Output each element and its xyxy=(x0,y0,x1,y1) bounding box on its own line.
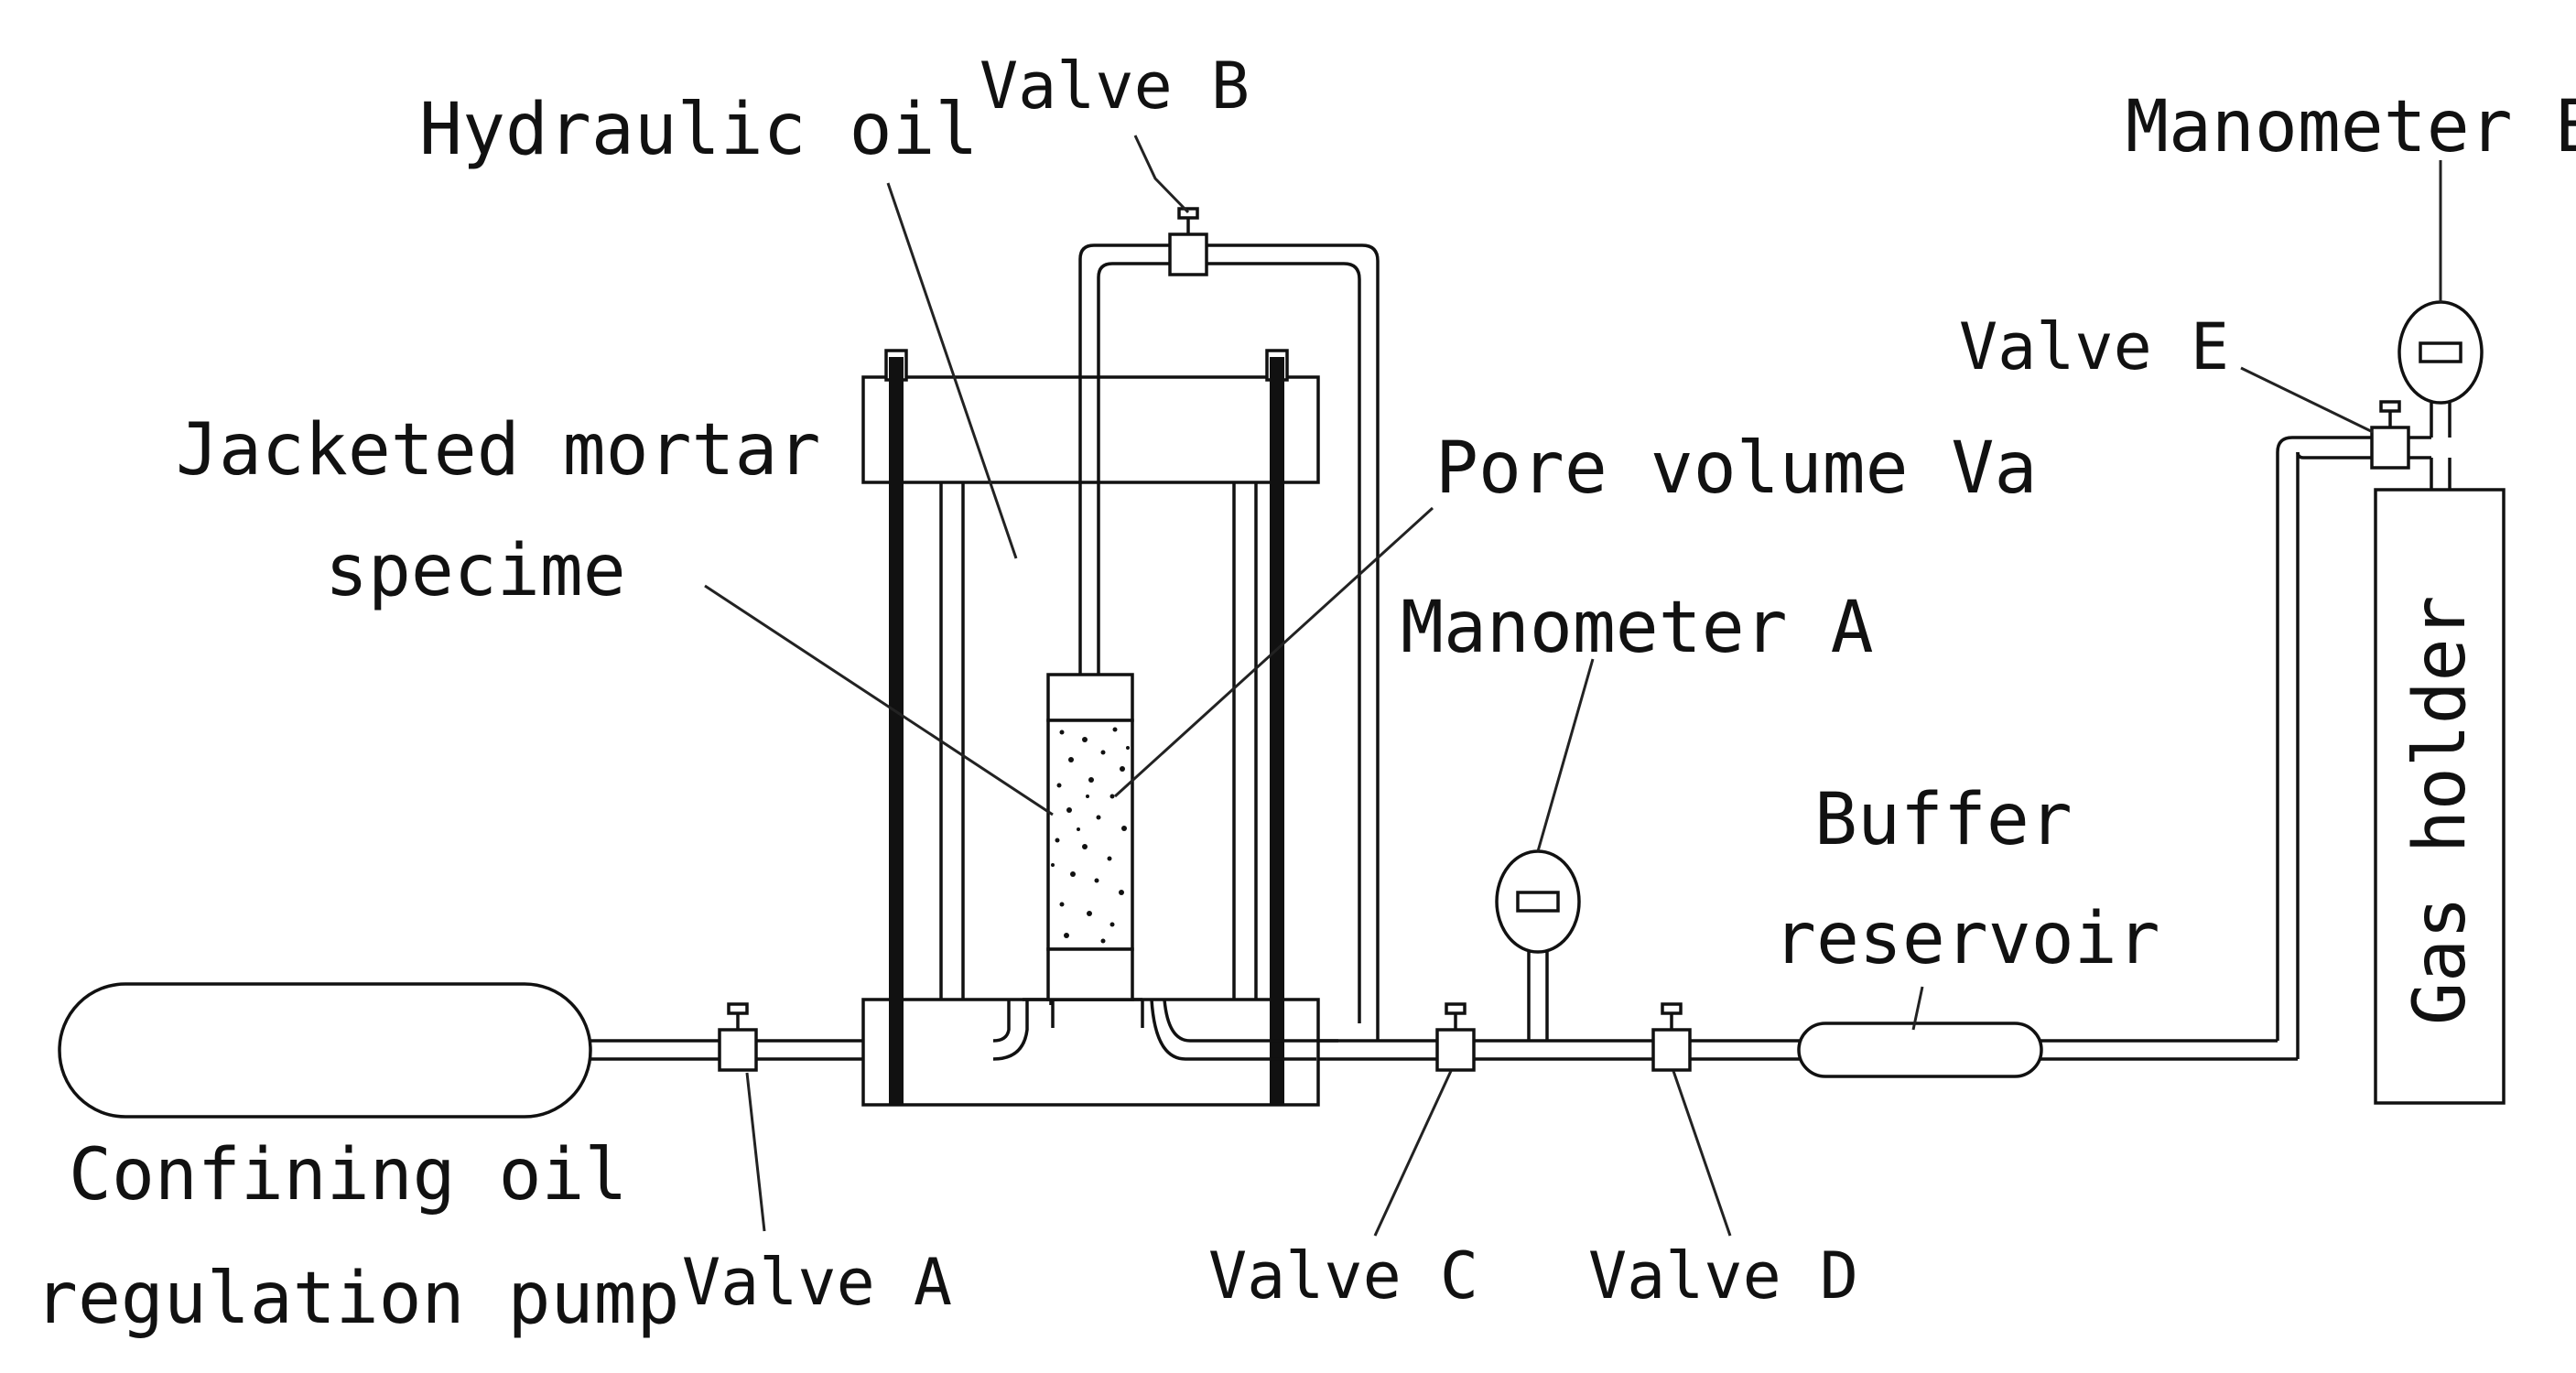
main-transfer-pipe xyxy=(581,452,2300,1061)
specimen-pore-dots xyxy=(1051,727,1130,944)
leader-valve-d xyxy=(1672,1070,1732,1237)
leader-lines xyxy=(704,135,2442,1237)
leader-valve-b xyxy=(1133,135,1190,214)
specimen-assembly xyxy=(1046,673,1134,1001)
valve-a[interactable] xyxy=(718,1002,758,1072)
triaxial-press-frame xyxy=(861,349,1320,1107)
label-manometer-a: Manometer A xyxy=(1401,587,1874,669)
manometer-a-display xyxy=(1516,891,1560,913)
label-hydraulic-oil: Hydraulic oil xyxy=(419,89,978,171)
label-confining-line1: Confining oil xyxy=(69,1134,627,1216)
label-valve-b: Valve B xyxy=(980,49,1250,124)
specimen-bottom-cap xyxy=(1046,947,1134,1001)
leader-manometer-a xyxy=(1536,658,1595,852)
leader-jacketed-specimen xyxy=(704,584,1054,816)
label-jacketed-line1: Jacketed mortar xyxy=(176,409,820,492)
gas-holder-assembly xyxy=(2374,300,2506,1105)
press-base-plate xyxy=(861,998,1320,1107)
label-gas-holder: Gas holder xyxy=(2399,595,2482,1025)
specimen-top-cap xyxy=(1046,673,1134,722)
valve-e[interactable] xyxy=(2370,400,2410,470)
valve-d[interactable] xyxy=(1651,1002,1692,1072)
press-top-plate xyxy=(861,375,1320,484)
gas-holder-cylinder xyxy=(2374,488,2506,1105)
leader-hydraulic-oil xyxy=(886,182,1018,559)
label-buffer-line1: Buffer xyxy=(1814,779,2073,861)
valve-b-bypass-loop xyxy=(1078,243,1380,1041)
label-valve-e: Valve E xyxy=(1959,309,2229,384)
label-buffer-line2: reservoir xyxy=(1773,898,2160,980)
leader-valve-c xyxy=(1373,1070,1453,1237)
leader-buffer-reservoir xyxy=(1911,986,1924,1031)
confining-oil-pump-tank xyxy=(58,982,592,1119)
label-manometer-b: Manometer B xyxy=(2126,86,2576,168)
buffer-reservoir-tank xyxy=(1797,1022,2043,1078)
leader-pore-volume xyxy=(1113,506,1434,798)
manometer-b-display xyxy=(2419,341,2462,363)
label-valve-c: Valve C xyxy=(1208,1238,1478,1314)
label-pore-volume: Pore volume Va xyxy=(1435,427,2037,510)
label-valve-a: Valve A xyxy=(682,1245,952,1320)
valve-c[interactable] xyxy=(1435,1002,1476,1072)
valve-b[interactable] xyxy=(1168,207,1208,276)
label-jacketed-line2: specime xyxy=(325,530,626,612)
label-confining-line2: regulation pump xyxy=(35,1258,679,1340)
base-inlet-channels xyxy=(992,998,1338,1061)
leader-valve-e xyxy=(2240,366,2374,434)
leader-valve-a xyxy=(745,1072,766,1232)
label-valve-d: Valve D xyxy=(1588,1238,1858,1314)
manometer-a-assembly xyxy=(1495,849,1581,1041)
